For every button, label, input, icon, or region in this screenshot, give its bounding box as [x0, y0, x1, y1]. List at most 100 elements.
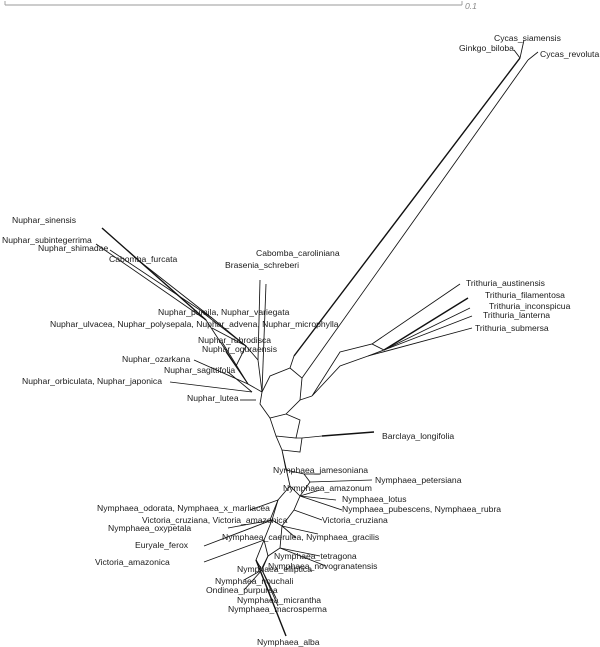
label-victoria-cruziana: Victoria_cruziana [322, 515, 388, 525]
label-trithuria-lanterna: Trithuria_lanterna [483, 310, 550, 320]
label-nuphar-pumila-variegata: Nuphar_pumila, Nuphar_variegata [158, 307, 290, 317]
edge-ondinea-purpurea [243, 569, 263, 591]
edge-central-top [289, 355, 295, 369]
label-nuphar-ulvacea-group: Nuphar_ulvacea, Nuphar_polysepala, Nupha… [50, 319, 339, 329]
label-nymphaea-nouchali: Nymphaea_nouchali [215, 576, 293, 586]
label-nymphaea-macrosperma: Nymphaea_macrosperma [228, 604, 327, 614]
label-ondinea-purpurea: Ondinea_purpurea [206, 585, 278, 595]
edge-victoria-cruziana-amazonica [269, 499, 279, 521]
label-barclaya-longifolia: Barclaya_longifolia [382, 431, 454, 441]
label-cycas-revoluta: Cycas_revoluta [540, 49, 599, 59]
network-edges [95, 39, 539, 637]
label-euryale-ferox: Euryale_ferox [135, 540, 189, 550]
edge-nymphaea-gracilis [281, 525, 319, 535]
label-victoria-amazonica: Victoria_amazonica [95, 557, 170, 567]
label-nymphaea-petersiana: Nymphaea_petersiana [375, 475, 462, 485]
central-box-3 [275, 435, 303, 453]
label-nuphar-orbiculata-japonica: Nuphar_orbiculata, Nuphar_japonica [22, 376, 162, 386]
edge-nymphaea-novogranatensis [279, 547, 327, 567]
edge-nuphar-ulvacea [211, 327, 247, 347]
edge-nuphar-ozarkana [193, 359, 249, 385]
edge-nuphar-sinensis [101, 227, 207, 321]
edge-trithuria-lanterna [383, 315, 473, 351]
edge-nuphar-subintegerrima [95, 243, 207, 321]
edge-nymphaea-pubescens [299, 495, 343, 511]
scale-bar: 0.1 [4, 1, 477, 11]
label-nuphar-rubrodisca: Nuphar_rubrodisca [198, 335, 271, 345]
edge-ginkgo-biloba [513, 49, 521, 59]
edge-cabomba-furcata [137, 259, 213, 319]
edge-cycas-revoluta [527, 51, 539, 61]
edge-nymphaea-macrosperma [261, 569, 279, 607]
label-victoria-cruziana-amazonica: Victoria_cruziana, Victoria_amazonica [142, 515, 288, 525]
label-nuphar-ozarkana: Nuphar_ozarkana [122, 354, 191, 364]
label-nymphaea-elliptica: Nymphaea_elliptica [237, 564, 312, 574]
label-nymphaea-amazonum: Nymphaea_amazonum [283, 483, 372, 493]
edge-nuphar-shimadae [109, 249, 213, 319]
nymphaea-reticulation-4 [255, 539, 269, 571]
label-nuphar-subintegerrima: Nuphar_subintegerrima [2, 235, 92, 245]
edge-nuphar-pumila [201, 311, 247, 347]
edge-barclaya-stem [301, 435, 323, 439]
edge-nymphaea-elliptica [261, 555, 269, 569]
label-cabomba-caroliniana: Cabomba_caroliniana [256, 248, 340, 258]
edge-nymphaea-odorata [249, 499, 279, 511]
edge-cycas-siamensis [519, 39, 525, 59]
label-nuphar-oguraensis: Nuphar_oguraensis [202, 344, 277, 354]
label-nymphaea-oxypetala: Nymphaea_oxypetala [108, 523, 191, 533]
label-nymphaea-novogranatensis: Nymphaea_novogranatensis [268, 561, 377, 571]
edge-nymphaea-oxypetala [227, 519, 273, 529]
edge-euryale-ferox [203, 519, 273, 547]
edge-brasenia [257, 279, 261, 361]
label-nuphar-sagittifolia: Nuphar_sagittifolia [164, 365, 235, 375]
edge-cycas-stem-b [301, 59, 529, 379]
taxon-labels: Cycas_siamensis Ginkgo_biloba Cycas_revo… [2, 33, 599, 647]
label-trithuria-austinensis: Trithuria_austinensis [466, 278, 545, 288]
edge-victoria-amazonica [203, 539, 265, 563]
edge-trithuria-austinensis [371, 283, 461, 345]
edge-trithuria-submersa [367, 327, 473, 357]
label-nymphaea-alba: Nymphaea_alba [257, 637, 320, 647]
scale-bar-label: 0.1 [465, 1, 477, 11]
label-nuphar-shimadae: Nuphar_shimadae [38, 243, 108, 253]
edge-nymphaea-petersiana [309, 479, 373, 483]
label-nymphaea-odorata-marliacea: Nymphaea_odorata, Nymphaea_x_marliacea [97, 503, 270, 513]
edge-nuphar-sagittifolia [227, 371, 253, 393]
edge-central-right [299, 395, 313, 401]
label-nuphar-sinensis: Nuphar_sinensis [12, 215, 76, 225]
label-nymphaea-pubescens-rubra: Nymphaea_pubescens, Nymphaea_rubra [342, 504, 501, 514]
edge-victoria-cruziana [293, 509, 323, 521]
edge-nuphar-stem [205, 319, 237, 367]
edge-cabomba-caroliniana [261, 283, 267, 393]
label-cabomba-furcata: Cabomba_furcata [109, 254, 178, 264]
trithuria-reticulation [311, 343, 386, 397]
central-reticulation [259, 367, 303, 419]
edge-barclaya-longifolia [321, 431, 375, 437]
central-box-2 [269, 413, 301, 439]
label-nymphaea-micrantha: Nymphaea_micrantha [237, 595, 321, 605]
edge-nymphaea-amazonum [299, 489, 321, 497]
label-trithuria-inconspicua: Trithuria_inconspicua [489, 301, 571, 311]
edge-nymphaea-alba [255, 559, 287, 637]
edge-trithuria-filamentosa [383, 297, 469, 351]
label-trithuria-submersa: Trithuria_submersa [475, 323, 549, 333]
nuphar-reticulation [235, 345, 263, 393]
edge-nymphaea-tetragona [279, 547, 321, 557]
label-nymphaea-lotus: Nymphaea_lotus [342, 494, 407, 504]
label-brasenia-schreberi: Brasenia_schreberi [225, 260, 299, 270]
edge-trithuria-inconspicua [383, 307, 471, 351]
edge-nymphaea-lotus [299, 495, 337, 501]
edge-nuphar-orbiculata [169, 381, 253, 393]
edge-nymphaea-caerulea [281, 525, 297, 539]
label-nymphaea-jamesoniana: Nymphaea_jamesoniana [273, 465, 368, 475]
label-ginkgo-biloba: Ginkgo_biloba [459, 43, 514, 53]
label-nuphar-lutea: Nuphar_lutea [187, 393, 239, 403]
label-nymphaea-tetragona: Nymphaea_tetragona [274, 551, 357, 561]
edge-nuphar-oguraensis [225, 351, 249, 385]
edge-cycas-stem-a [293, 57, 521, 357]
nymphaea-reticulation-2 [271, 485, 301, 527]
edge-nymphaea-nouchali [243, 569, 263, 581]
label-trithuria-filamentosa: Trithuria_filamentosa [485, 290, 565, 300]
label-nymphaea-caerulea-gracilis: Nymphaea_caerulea, Nymphaea_gracilis [222, 532, 379, 542]
